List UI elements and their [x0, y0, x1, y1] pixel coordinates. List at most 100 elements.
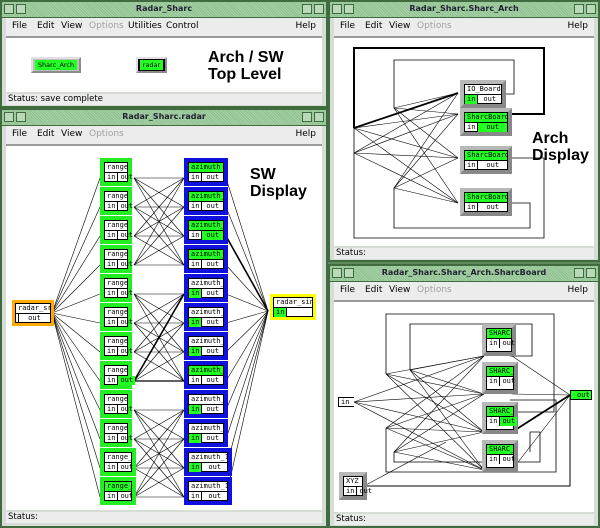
out-port[interactable]: out: [500, 417, 518, 426]
in-port[interactable]: in: [465, 95, 479, 104]
in-port[interactable]: in: [189, 202, 203, 211]
out-port[interactable]: out: [120, 434, 134, 442]
board-node[interactable]: SharcBoard_2inout: [460, 188, 512, 216]
range-node[interactable]: range_8inout: [100, 390, 134, 418]
board-node[interactable]: SharcBoard_1inout: [460, 146, 512, 174]
window-menu-button[interactable]: [332, 4, 342, 14]
azimuth-node[interactable]: azimuth_9inout: [184, 419, 228, 447]
menu-view[interactable]: View: [389, 285, 411, 295]
out-port[interactable]: out: [208, 463, 222, 471]
maximize-button[interactable]: [314, 112, 324, 122]
in-port[interactable]: in: [105, 463, 119, 472]
in-port[interactable]: in: [465, 203, 479, 212]
minimize-button[interactable]: [16, 112, 26, 122]
in-port[interactable]: in: [189, 347, 203, 356]
out-port[interactable]: out: [206, 318, 220, 326]
maximize-button[interactable]: [314, 4, 324, 14]
azimuth-node[interactable]: azimuth_2inout: [184, 216, 228, 244]
range-node[interactable]: range_2inout: [100, 216, 134, 244]
menu-edit[interactable]: Edit: [365, 285, 383, 295]
out-port[interactable]: out: [206, 289, 220, 297]
range-node[interactable]: range_9inout: [100, 419, 134, 447]
sharc-arch-button[interactable]: Sharc_Arch: [31, 57, 81, 73]
range-node[interactable]: range_7inout: [100, 361, 136, 389]
out-port[interactable]: out: [120, 405, 134, 413]
title-bar[interactable]: Radar_Sharc.Sharc_Arch: [330, 2, 598, 18]
out-port[interactable]: out: [120, 173, 134, 181]
in-port[interactable]: in: [105, 231, 119, 240]
board-out-port[interactable]: out: [570, 390, 592, 400]
menu-utilities[interactable]: Utilities: [128, 21, 162, 31]
in-port[interactable]: in: [487, 417, 501, 426]
window-menu-button[interactable]: [4, 4, 14, 14]
in-port[interactable]: in: [189, 318, 203, 327]
in-port[interactable]: in: [189, 434, 203, 443]
azimuth-node[interactable]: azimuth_10inout: [184, 448, 232, 476]
menu-file[interactable]: File: [12, 129, 28, 139]
menu-options[interactable]: Options: [417, 285, 452, 295]
in-port[interactable]: in: [465, 161, 479, 170]
window-menu-button[interactable]: [332, 268, 342, 278]
in-port[interactable]: in: [487, 455, 501, 464]
in-port[interactable]: in: [487, 377, 501, 386]
in-port[interactable]: in: [105, 405, 119, 414]
menu-edit[interactable]: Edit: [365, 21, 383, 31]
azimuth-node[interactable]: azimuth_3inout: [184, 245, 228, 273]
in-port[interactable]: in: [465, 123, 479, 132]
out-port[interactable]: out: [206, 434, 220, 442]
sharc-chip-node[interactable]: SHARC_2inout: [482, 402, 518, 434]
azimuth-node[interactable]: azimuth_7inout: [184, 361, 228, 389]
menu-file[interactable]: File: [340, 21, 356, 31]
out-port[interactable]: out: [206, 202, 220, 210]
radar-src-node[interactable]: radar_src out: [12, 300, 54, 326]
out-port[interactable]: out: [502, 455, 516, 463]
in-port[interactable]: in: [189, 405, 203, 414]
out-port[interactable]: out: [28, 314, 41, 322]
out-port[interactable]: out: [206, 347, 220, 355]
out-port[interactable]: out: [206, 376, 220, 384]
menu-help[interactable]: Help: [567, 285, 588, 295]
in-port[interactable]: in: [189, 173, 203, 182]
out-port[interactable]: out: [359, 487, 373, 495]
out-port[interactable]: out: [120, 492, 134, 500]
board-in-port[interactable]: in: [338, 397, 354, 407]
azimuth-node[interactable]: azimuth_6inout: [184, 332, 228, 360]
range-node[interactable]: range_5inout: [100, 303, 133, 331]
iconify-button[interactable]: [302, 112, 312, 122]
in-port[interactable]: in: [105, 173, 119, 182]
out-port[interactable]: out: [120, 231, 134, 239]
range-node[interactable]: range_6inout: [100, 332, 134, 360]
menu-options[interactable]: Options: [89, 129, 124, 139]
menu-help[interactable]: Help: [567, 21, 588, 31]
in-port[interactable]: in: [189, 492, 203, 501]
menu-view[interactable]: View: [61, 129, 83, 139]
out-port[interactable]: out: [206, 173, 220, 181]
out-port[interactable]: out: [120, 260, 134, 268]
menu-help[interactable]: Help: [295, 21, 316, 31]
in-port[interactable]: in: [344, 487, 358, 496]
menu-file[interactable]: File: [340, 285, 356, 295]
range-node[interactable]: range_10inout: [100, 448, 136, 476]
azimuth-node[interactable]: azimuth_5inout: [184, 303, 228, 331]
out-port[interactable]: out: [120, 347, 134, 355]
in-port[interactable]: in: [189, 289, 203, 298]
in-port[interactable]: in: [189, 376, 203, 385]
out-port[interactable]: out: [502, 377, 516, 385]
azimuth-node[interactable]: azimuth_4inout: [184, 274, 228, 302]
in-port[interactable]: in: [189, 463, 203, 472]
out-port[interactable]: out: [120, 463, 134, 471]
menu-options[interactable]: Options: [417, 21, 452, 31]
sharc-chip-node[interactable]: SHARC_3inout: [482, 440, 518, 472]
out-port[interactable]: out: [206, 260, 220, 268]
azimuth-node[interactable]: azimuth_11inout: [184, 477, 232, 505]
iconify-button[interactable]: [574, 4, 584, 14]
in-port[interactable]: in: [105, 318, 119, 327]
menu-help[interactable]: Help: [295, 129, 316, 139]
out-port[interactable]: out: [486, 161, 500, 169]
out-port[interactable]: out: [202, 231, 223, 240]
